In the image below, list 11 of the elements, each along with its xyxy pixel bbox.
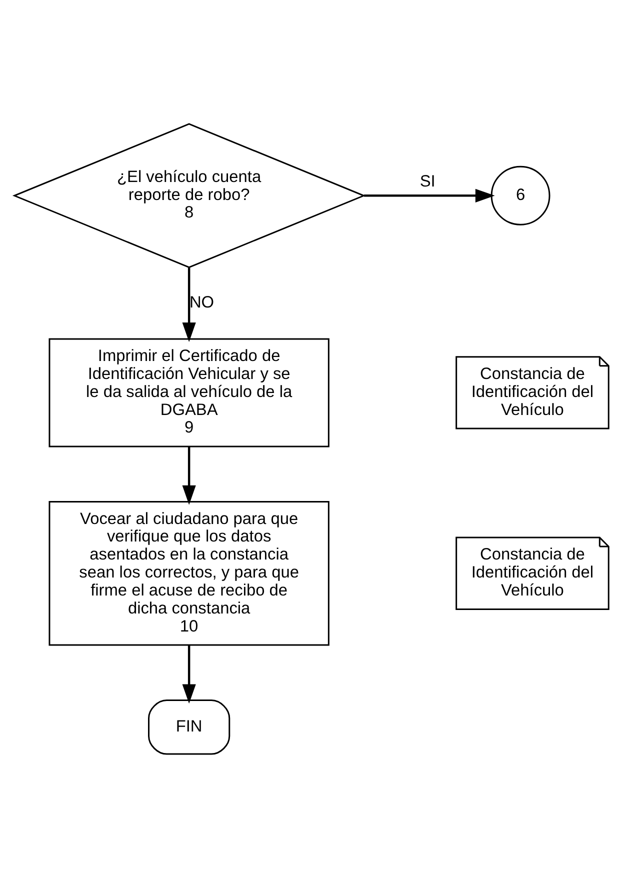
arrow — [182, 268, 196, 342]
node-box: Imprimir el Certificado de Identificación Vehicular y se le da salida al vehículo de la DGABA 9 — [48, 338, 330, 448]
node-circle: 6 — [490, 166, 550, 226]
edge-label: SI — [420, 172, 436, 190]
node-diamond: ¿El vehículo cuenta reporte de robo? 8 — [12, 123, 366, 268]
node-box: Vocear al ciudadano para que verifique que los datos asentados en la constancia sean los correctos, y para que firme el acuse de recibo de dicha constancia 10 — [48, 500, 330, 646]
arrow — [182, 446, 196, 505]
edge-label: NO — [189, 293, 214, 312]
arrow — [364, 188, 495, 202]
arrow — [182, 645, 196, 704]
node-box: FIN — [148, 700, 230, 755]
